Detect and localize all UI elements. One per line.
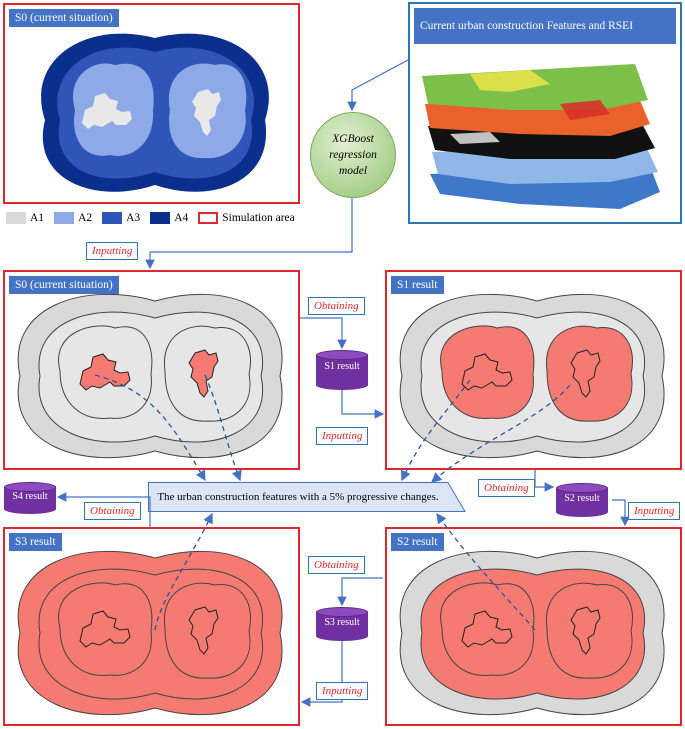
arrow-features-to-model [347, 59, 409, 112]
panel-title: S0 (current situation) [9, 9, 119, 27]
panel-s1: S1 result [385, 270, 682, 470]
tag-inputting-3: Inputting [316, 682, 369, 700]
db-s3-result: S3 result [316, 607, 368, 641]
legend-a3: A3 [102, 212, 140, 224]
banner-shape [148, 482, 466, 512]
panel-features: Current urban construction Features and … [408, 2, 682, 224]
model-line-3: model [338, 165, 368, 177]
s1-map [399, 293, 665, 459]
arrow-db2-to-s2 [612, 499, 630, 527]
tag-obtaining-3: Obtaining [308, 556, 365, 574]
layer-red-patches [560, 100, 610, 120]
progressive-change-banner: The urban construction features with a 5… [148, 482, 466, 512]
tag-inputting-1: Inputting [316, 427, 369, 445]
zone-a1-right [192, 89, 221, 136]
xgboost-model-circle: XGBoost regression model [310, 112, 396, 198]
zone-a1-left [82, 93, 132, 129]
s3-map [17, 550, 283, 716]
dashed-s0-left [94, 374, 206, 482]
legend-a2: A2 [54, 212, 92, 224]
model-line-1: XGBoost [332, 133, 374, 145]
panel-title: S0 (current situation) [9, 276, 119, 294]
dashed-s2 [436, 512, 536, 631]
swatch-sim [198, 212, 219, 224]
panel-title: Current urban construction Features and … [414, 8, 676, 44]
swatch-a3 [102, 212, 123, 224]
arrow-db1-to-s1 [341, 390, 385, 419]
legend-a1: A1 [6, 212, 44, 224]
tag-obtaining-2: Obtaining [478, 479, 535, 497]
tag-obtaining-4: Obtaining [84, 502, 141, 520]
tag-obtaining-1: Obtaining [308, 297, 365, 315]
layer-white-patches [450, 132, 500, 144]
banner-text: The urban construction features with a 5… [157, 491, 439, 503]
model-line-2: regression [329, 149, 377, 161]
tag-inputting-2: Inputting [628, 502, 681, 520]
legend-simulation-area: Simulation area [198, 212, 295, 224]
layer-yellow-patches [470, 70, 550, 92]
panel-s0-mid: S0 (current situation) [3, 270, 300, 470]
tag-inputting-top: Inputting [86, 242, 139, 260]
arrow-s2-to-db3 [337, 577, 383, 607]
panel-title: S2 result [391, 533, 444, 551]
dashed-s1-right [431, 384, 571, 483]
arrow-db3-to-s3 [300, 640, 343, 707]
swatch-a1 [6, 212, 26, 224]
panel-s0-top: S0 (current situation) [3, 3, 300, 204]
stacked-raster-layers [422, 64, 660, 209]
legend: A1 A2 A3 A4 Simulation area [6, 209, 305, 227]
db-s2-result: S2 result [556, 483, 608, 517]
panel-title: S1 result [391, 276, 444, 294]
s2-map [399, 550, 665, 716]
db-s4-result: S4 result [4, 482, 56, 514]
dashed-s1-left [400, 379, 471, 482]
db-s1-result: S1 result [316, 350, 368, 390]
s0-mid-map [17, 293, 283, 459]
arrow-s1-to-db2 [534, 470, 555, 492]
s0-top-map [41, 33, 269, 192]
arrow-s0-to-db1 [300, 317, 347, 350]
dashed-s3 [154, 512, 213, 631]
panel-s2: S2 result [385, 527, 682, 726]
panel-s3: S3 result [3, 527, 300, 726]
swatch-a4 [150, 212, 171, 224]
legend-a4: A4 [150, 212, 188, 224]
swatch-a2 [54, 212, 75, 224]
dashed-s0-right [204, 374, 242, 482]
panel-title: S3 result [9, 533, 62, 551]
arrow-s3-to-db4 [56, 492, 151, 527]
arrow-model-to-s0 [145, 198, 353, 270]
